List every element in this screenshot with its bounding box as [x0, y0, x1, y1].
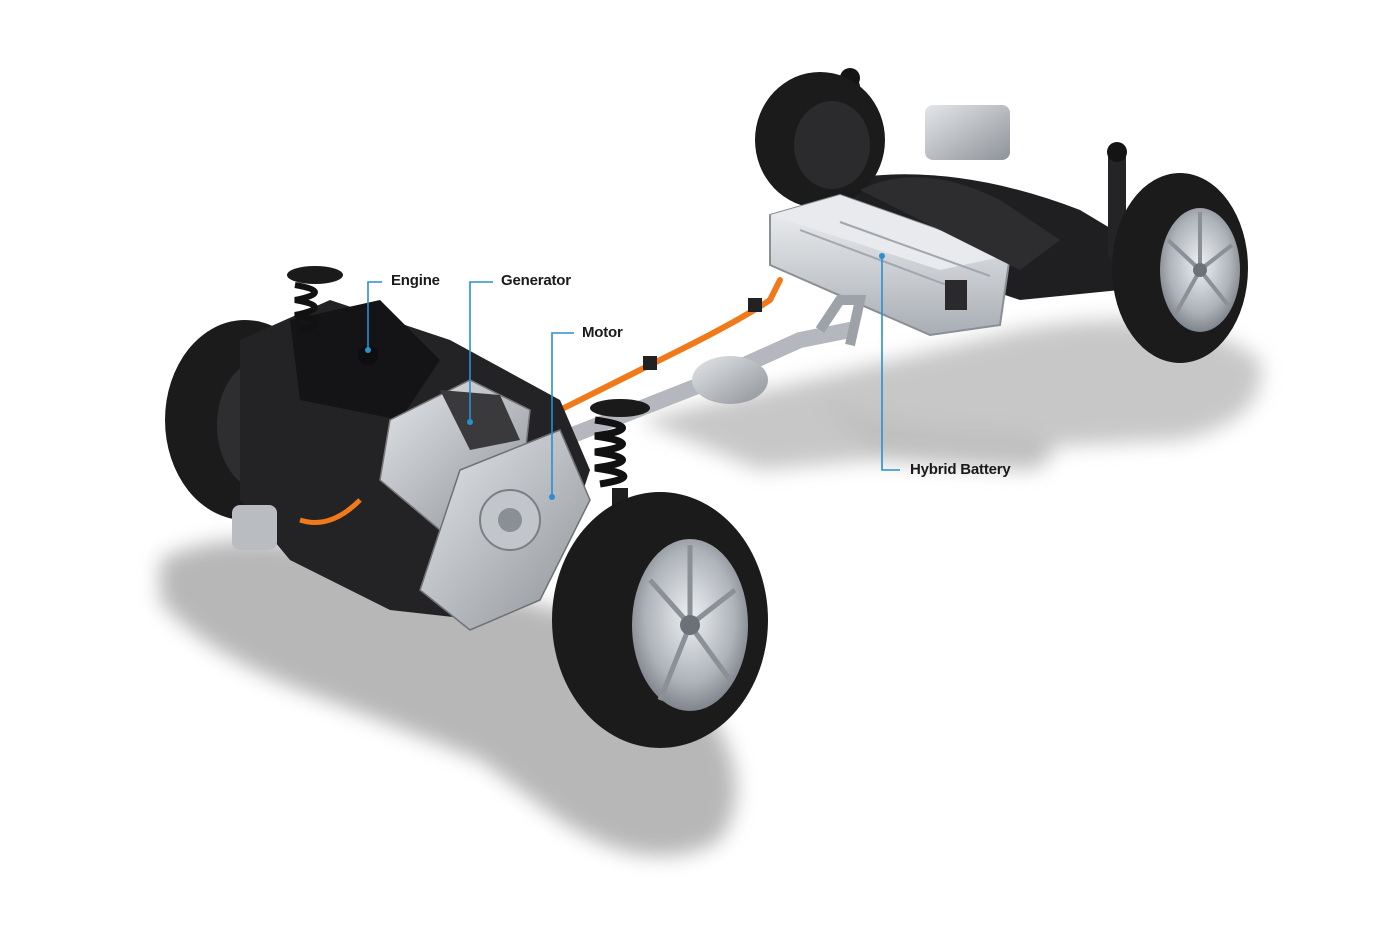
- engine-leader-line: [367, 281, 382, 348]
- front-right-wheel: [552, 492, 768, 748]
- battery-leader-dot: [879, 253, 885, 259]
- generator-label: Generator: [501, 272, 571, 289]
- battery-leader-line: [881, 258, 900, 471]
- rear-left-wheel: [755, 72, 885, 208]
- leader-lines: [365, 253, 900, 500]
- hybrid-battery-label: Hybrid Battery: [910, 461, 1011, 478]
- engine-label: Engine: [391, 272, 440, 289]
- motor-leader-dot: [549, 494, 555, 500]
- motor-label: Motor: [582, 324, 623, 341]
- cable-clip: [748, 298, 762, 312]
- hybrid-battery-pack: [769, 177, 1060, 337]
- motor-leader-line: [551, 332, 574, 495]
- generator-leader-dot: [467, 419, 473, 425]
- cable-clip: [643, 356, 657, 370]
- front-left-strut: [287, 266, 343, 333]
- generator-leader-line: [469, 281, 493, 420]
- powertrain-block: [232, 300, 591, 631]
- rear-right-wheel: [1112, 173, 1248, 363]
- ground-shadow: [160, 320, 1261, 856]
- engine-leader-dot: [365, 347, 371, 353]
